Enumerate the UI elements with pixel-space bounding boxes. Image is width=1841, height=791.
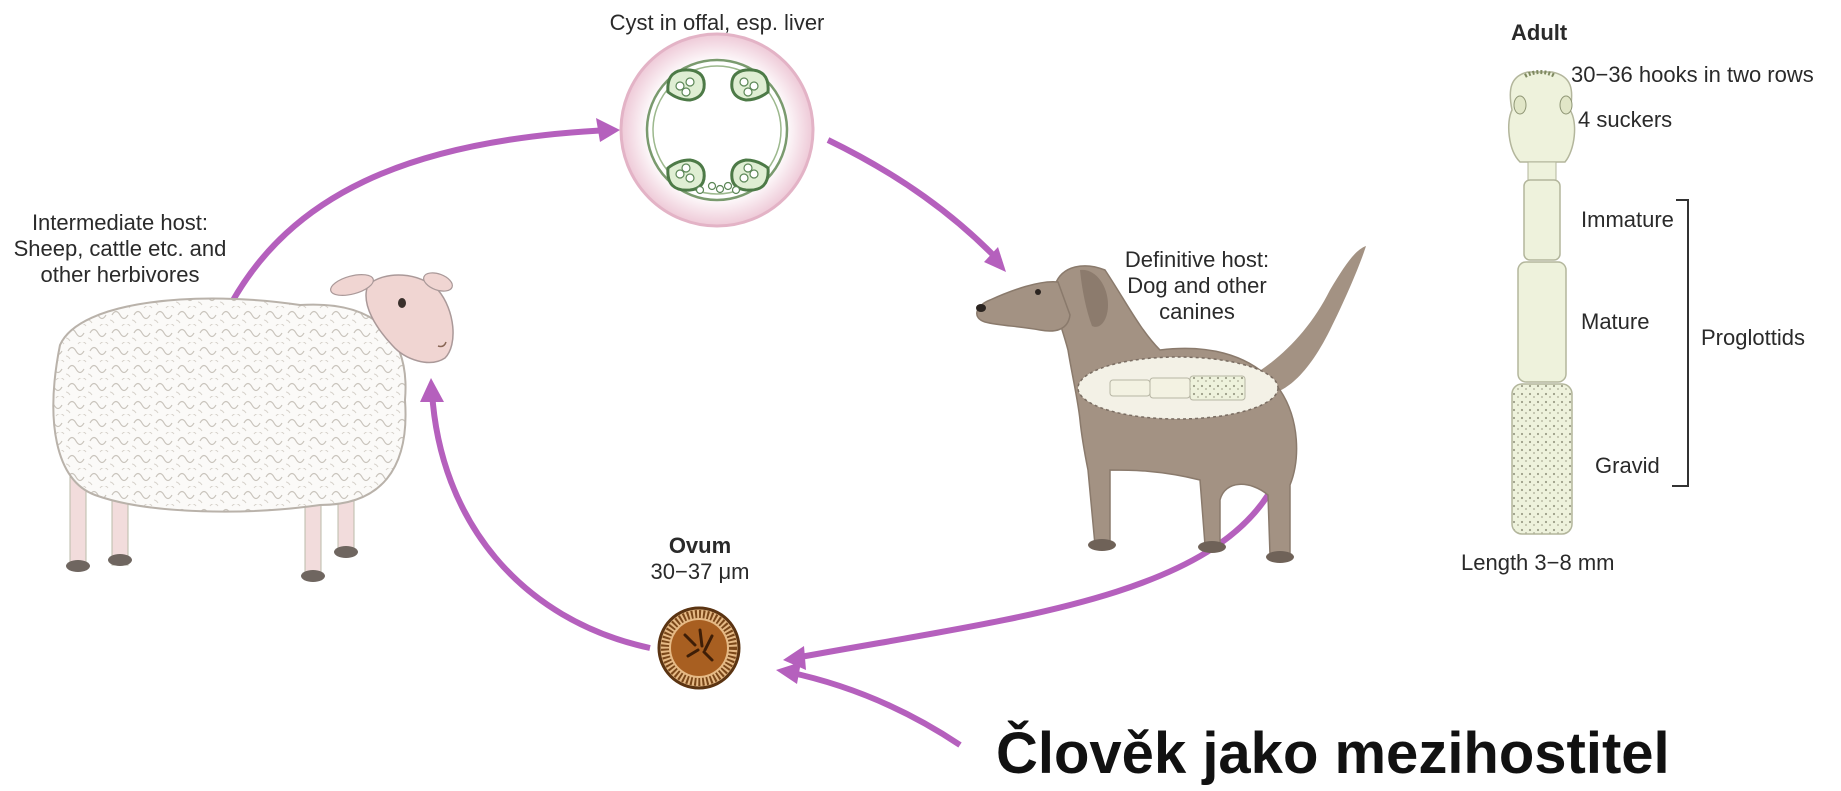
adult-title: Adult xyxy=(1511,20,1567,46)
arrow-head xyxy=(596,118,620,142)
arrow-human-to-ovum xyxy=(788,672,960,745)
intermediate-host-line: other herbivores xyxy=(0,262,240,288)
ovum-illustration xyxy=(659,608,739,688)
definitive-host-label: Definitive host: Dog and other canines xyxy=(1112,247,1282,325)
sheep-illustration xyxy=(53,269,454,582)
ovum-label: Ovum 30−37 μm xyxy=(640,533,760,585)
arrow-sheep-to-cyst xyxy=(232,130,610,302)
intermediate-host-line: Sheep, cattle etc. and xyxy=(0,236,240,262)
intermediate-host-line: Intermediate host: xyxy=(0,210,240,236)
definitive-host-line: Definitive host: xyxy=(1112,247,1282,273)
cyst-label: Cyst in offal, esp. liver xyxy=(607,10,827,36)
arrow-dog-to-ovum xyxy=(795,495,1268,658)
length-label: Length 3−8 mm xyxy=(1461,550,1614,576)
mature-label: Mature xyxy=(1581,309,1649,335)
proglottids-label: Proglottids xyxy=(1701,325,1805,351)
immature-label: Immature xyxy=(1581,207,1674,233)
gravid-label: Gravid xyxy=(1595,453,1660,479)
arrow-head xyxy=(776,662,801,684)
intermediate-host-label: Intermediate host: Sheep, cattle etc. an… xyxy=(0,210,240,288)
ovum-title: Ovum xyxy=(640,533,760,559)
arrow-cyst-to-dog xyxy=(828,140,1000,262)
ovum-size: 30−37 μm xyxy=(640,559,760,585)
bottom-title: Člověk jako mezihostitel xyxy=(996,722,1670,786)
hydatid-cyst xyxy=(621,34,813,226)
arrow-head xyxy=(420,378,444,402)
arrow-ovum-to-sheep xyxy=(432,392,650,648)
definitive-host-line: Dog and other xyxy=(1112,273,1282,299)
definitive-host-line: canines xyxy=(1112,299,1282,325)
hooks-label: 30−36 hooks in two rows xyxy=(1571,62,1814,88)
suckers-label: 4 suckers xyxy=(1578,107,1672,133)
